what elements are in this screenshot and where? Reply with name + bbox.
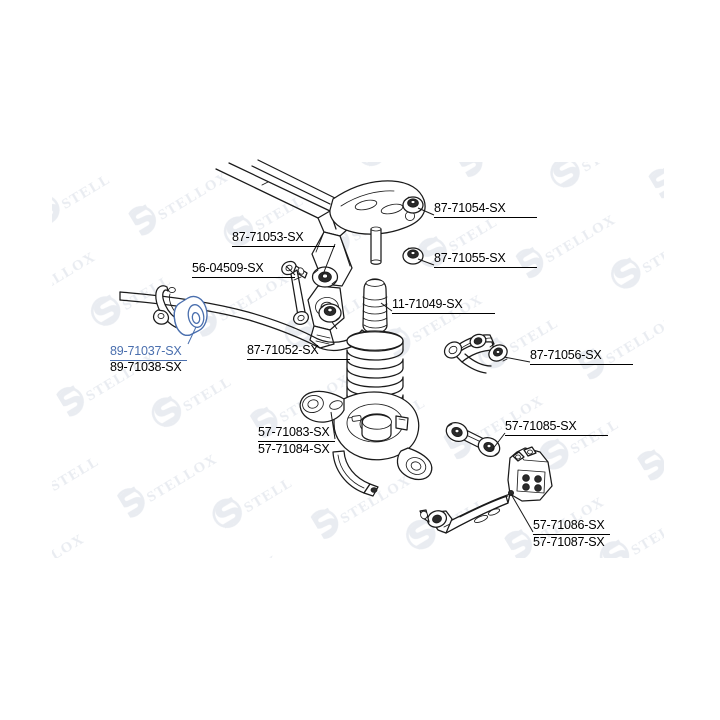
part-label-56-04509[interactable]: 56-04509-SX (192, 261, 295, 278)
part-code: 87-71056-SX (530, 348, 602, 362)
part-code: 57-71085-SX (505, 419, 577, 433)
label-underline (232, 246, 335, 247)
part-label-57-71084[interactable]: 57-71084-SX (258, 442, 330, 457)
part-code: 87-71054-SX (434, 201, 506, 215)
part-code: 87-71052-SX (247, 343, 319, 357)
part-label-89-71037-selected[interactable]: 89-71037-SX (110, 344, 187, 361)
label-underline (192, 277, 295, 278)
part-label-57-71083[interactable]: 57-71083-SX (258, 425, 335, 442)
label-underline (530, 364, 633, 365)
part-code: 11-71049-SX (392, 297, 463, 311)
part-code: 57-71086-SX (533, 518, 605, 532)
label-underline (434, 217, 537, 218)
part-code: 89-71037-SX (110, 344, 182, 358)
part-code: 89-71038-SX (110, 360, 182, 374)
part-label-57-71086[interactable]: 57-71086-SX (533, 518, 610, 535)
part-code: 87-71053-SX (232, 230, 304, 244)
part-code: 56-04509-SX (192, 261, 264, 275)
label-underline (247, 359, 350, 360)
label-underline (392, 313, 495, 314)
part-label-89-71038[interactable]: 89-71038-SX (110, 360, 182, 375)
part-code: 57-71084-SX (258, 442, 330, 456)
part-label-57-71087[interactable]: 57-71087-SX (533, 535, 605, 550)
part-code: 57-71087-SX (533, 535, 605, 549)
label-underline (434, 267, 537, 268)
part-label-87-71054[interactable]: 87-71054-SX (434, 201, 537, 218)
part-code: 57-71083-SX (258, 425, 330, 439)
part-label-87-71053[interactable]: 87-71053-SX (232, 230, 335, 247)
part-label-87-71052[interactable]: 87-71052-SX (247, 343, 350, 360)
part-label-11-71049[interactable]: 11-71049-SX (392, 297, 495, 314)
part-label-57-71085[interactable]: 57-71085-SX (505, 419, 608, 436)
label-underline (505, 435, 608, 436)
part-label-87-71056[interactable]: 87-71056-SX (530, 348, 633, 365)
part-label-87-71055[interactable]: 87-71055-SX (434, 251, 537, 268)
part-code: 87-71055-SX (434, 251, 506, 265)
